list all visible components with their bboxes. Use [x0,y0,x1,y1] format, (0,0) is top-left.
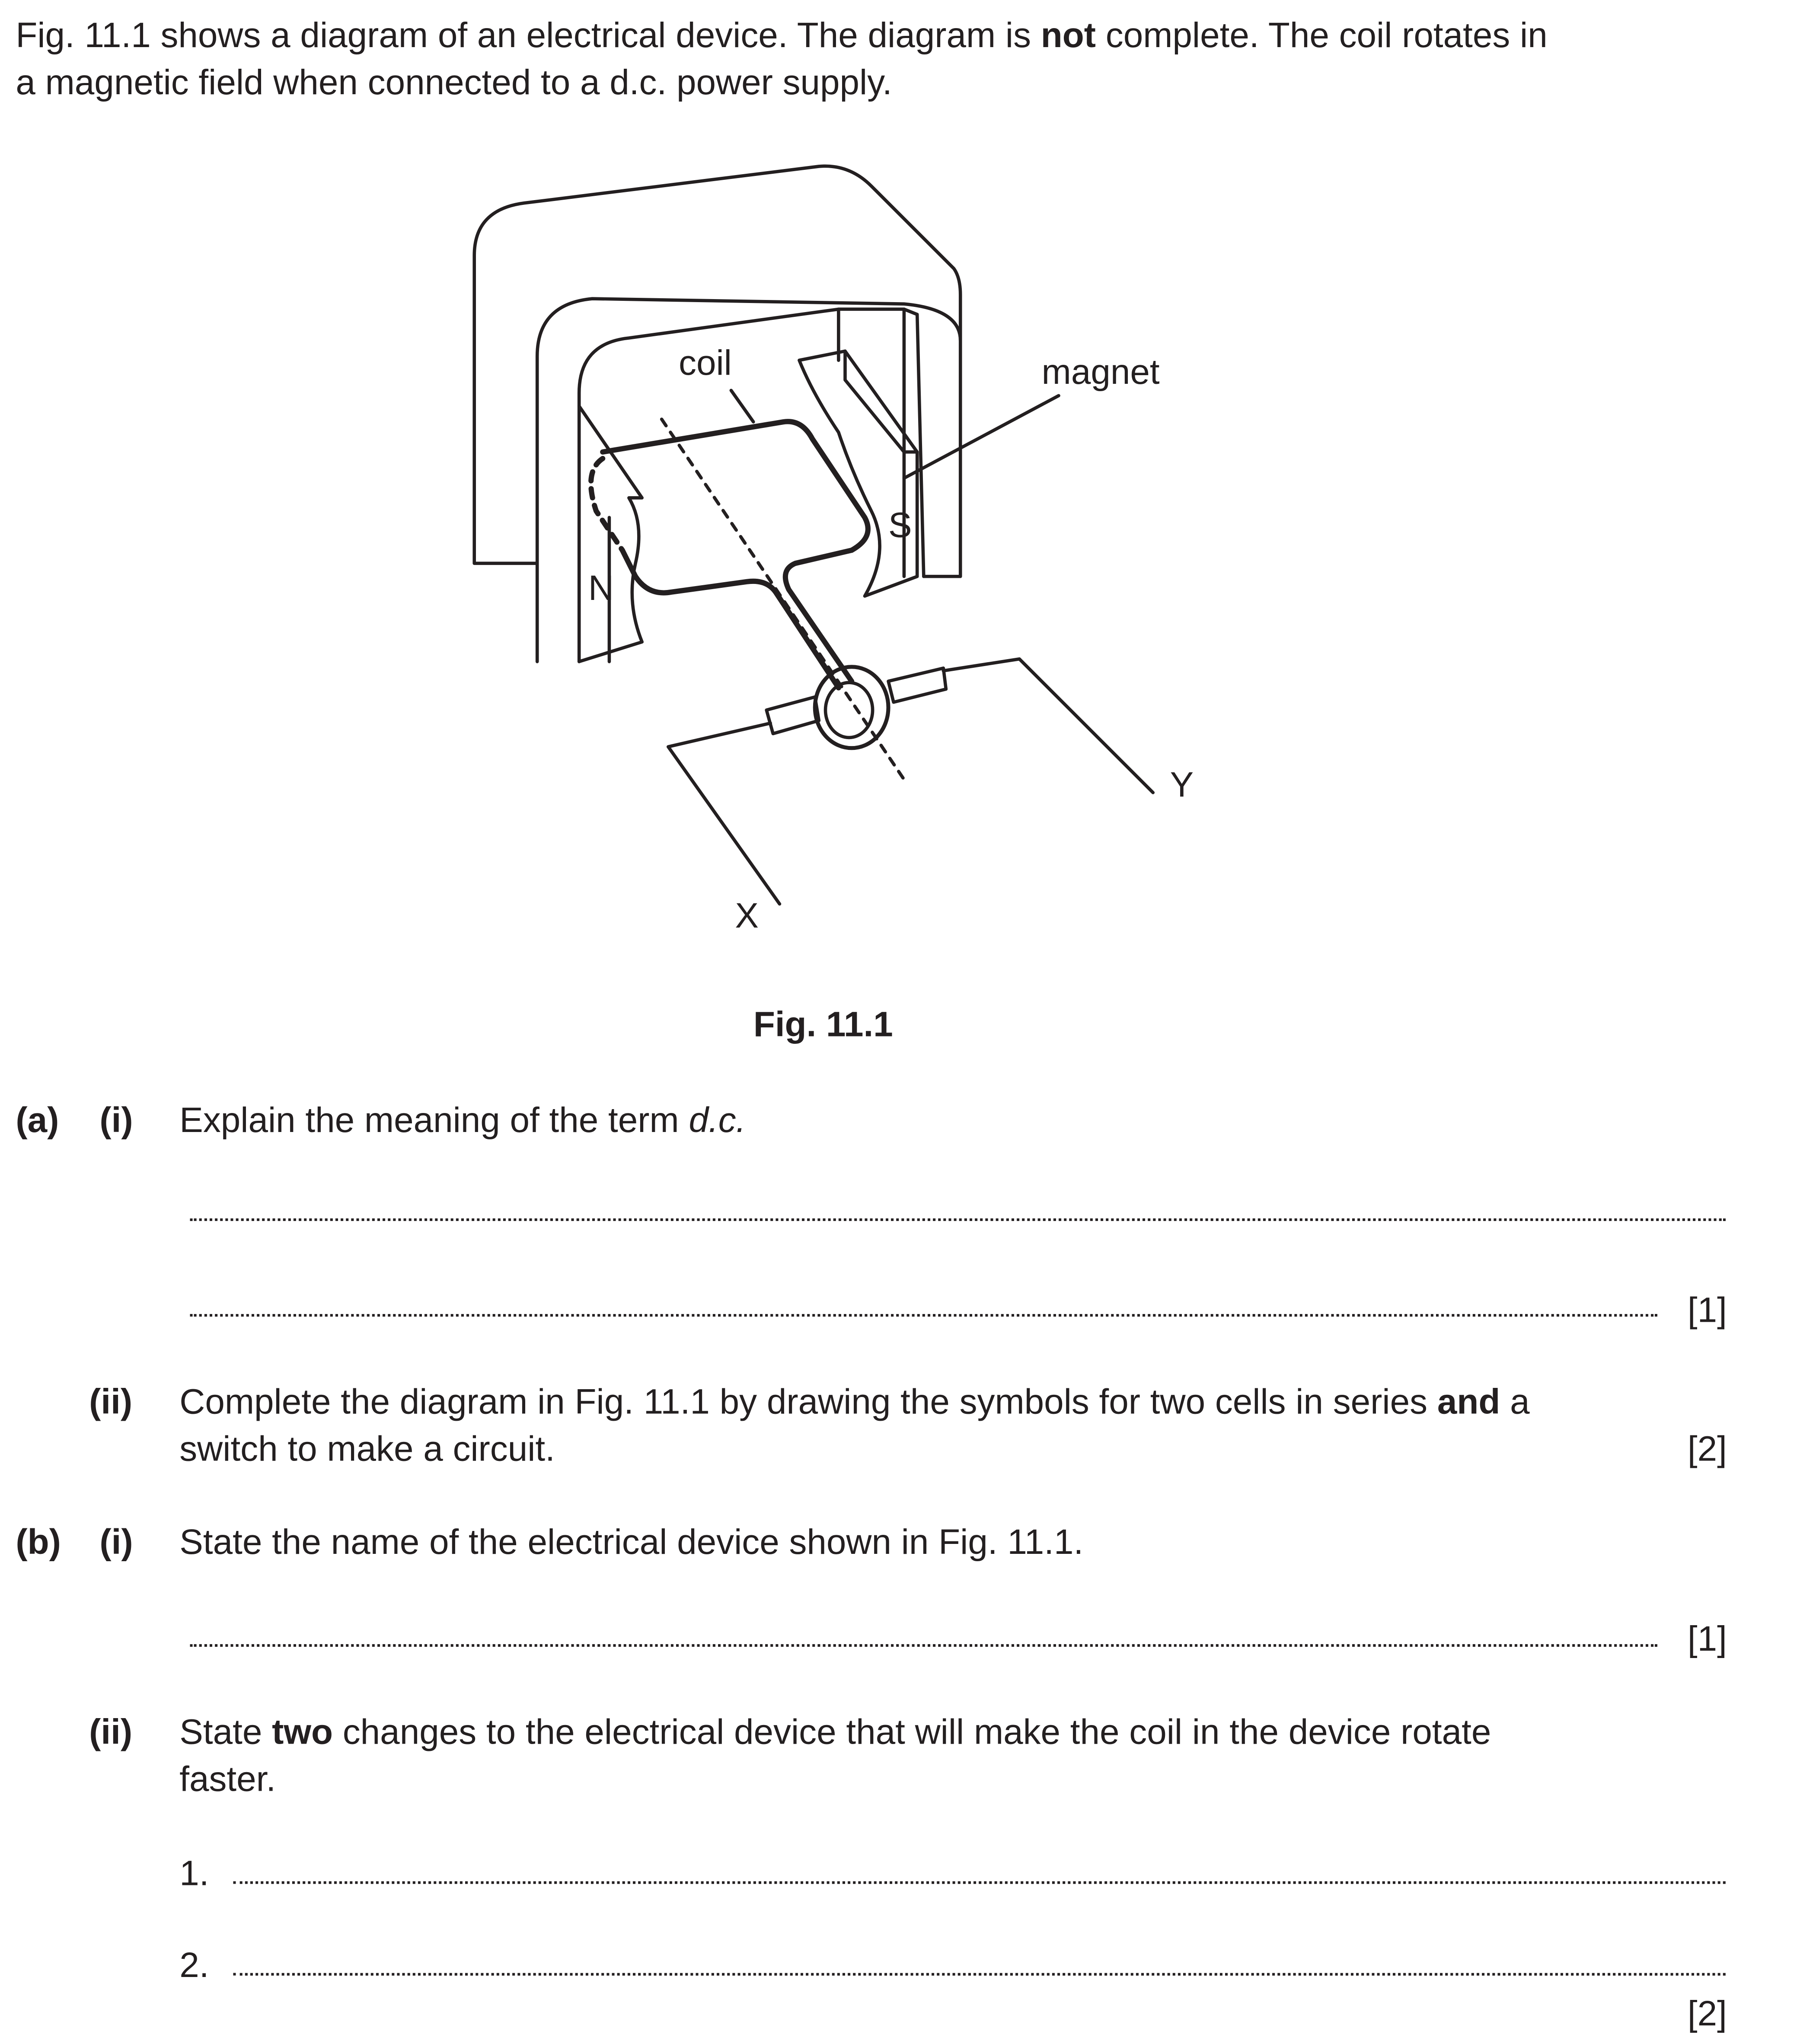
question-text: changes to the electrical device that wi… [333,1712,1491,1752]
label-terminal-y: Y [1170,765,1194,805]
question-a-ii-line-2: switch to make a circuit. [179,1429,555,1469]
wire-x [667,721,782,906]
wire-y [942,657,1155,794]
question-bold: and [1437,1382,1500,1422]
intro-line-1: Fig. 11.1 shows a diagram of an electric… [16,18,1547,54]
north-pole-piece [577,404,644,663]
coil [600,419,871,691]
intro-text: complete. The coil rotates in [1096,16,1548,55]
question-b-ii-line-1: State two changes to the electrical devi… [179,1712,1491,1752]
magnet-leader-line [902,394,1060,480]
marks-b-i: [1] [1687,1619,1727,1659]
question-text: State [179,1712,272,1752]
answer-line-b-ii-1[interactable] [233,1881,1726,1884]
question-bold: two [272,1712,333,1752]
question-b-ii-line-2: faster. [179,1759,276,1799]
label-terminal-x: X [735,896,759,936]
part-b-i-label: (i) [99,1522,133,1562]
marks-b-ii: [2] [1687,1994,1727,2034]
coil-leader-line [729,389,755,424]
part-b-label: (b) [16,1522,61,1562]
brush-right [887,666,948,704]
question-text: Complete the diagram in Fig. 11.1 by dra… [179,1382,1437,1422]
label-coil: coil [679,343,732,383]
marks-a-i: [1] [1687,1290,1727,1330]
part-a-ii-label: (ii) [89,1382,133,1422]
rotation-axis [660,418,906,781]
magnet-front-inner [577,307,926,663]
intro-text: Fig. 11.1 shows a diagram of an electric… [16,16,1041,55]
question-italic: d.c. [689,1100,746,1140]
commutator [813,665,890,750]
question-text: Explain the meaning of the term [179,1100,689,1140]
answer-line-a-i-2[interactable] [190,1314,1658,1317]
south-pole-edge [843,349,919,454]
answer-item-2-label: 2. [179,1945,209,1985]
question-b-i: State the name of the electrical device … [179,1522,1084,1562]
part-b-ii-label: (ii) [89,1712,133,1752]
part-a-i-label: (i) [99,1100,133,1140]
answer-line-a-i-1[interactable] [190,1218,1726,1221]
question-a-ii-line-1: Complete the diagram in Fig. 11.1 by dra… [179,1382,1530,1422]
answer-line-b-i[interactable] [190,1644,1658,1647]
marks-a-ii: [2] [1687,1429,1727,1469]
intro-bold: not [1040,16,1096,55]
label-south-pole: S [888,505,912,545]
intro-line-2: a magnetic field when connected to a d.c… [16,63,892,102]
figure-caption: Fig. 11.1 [753,1004,893,1044]
label-north-pole: N [588,568,614,608]
brush-left [765,695,821,736]
answer-item-1-label: 1. [179,1853,209,1893]
south-pole-piece [798,349,919,598]
magnet-front-outer [535,297,962,663]
coil-back [588,456,625,553]
answer-line-b-ii-2[interactable] [233,1973,1726,1976]
question-a-i: Explain the meaning of the term d.c. [179,1103,746,1138]
part-a-label: (a) [16,1100,59,1140]
label-magnet: magnet [1041,352,1160,392]
question-text: a [1500,1382,1530,1422]
magnet-back-outline [472,164,962,578]
